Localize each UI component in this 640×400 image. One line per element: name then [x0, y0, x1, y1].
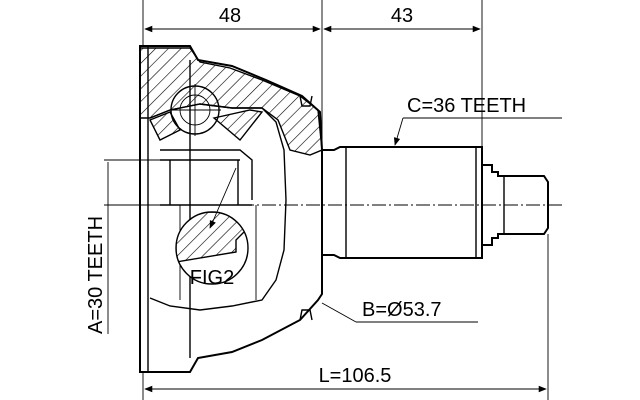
inner-race-step — [160, 149, 253, 200]
fig2-leader-arrow — [209, 167, 237, 229]
output-stem — [322, 146, 549, 259]
cage-hatch-right — [212, 109, 264, 142]
cage-hatch-left — [149, 111, 181, 141]
threaded-tip-outline — [482, 164, 549, 246]
length-label: L=106.5 — [319, 365, 392, 387]
dimension-label-43: 43 — [391, 5, 413, 27]
housing-upper-section — [139, 47, 323, 156]
spline-a-label: A=30 TEETH — [85, 216, 107, 334]
diameter-callout: B=Ø53.7 — [321, 299, 478, 323]
bottom-dimension-group: L=106.5 — [142, 234, 549, 400]
dimension-label-48: 48 — [219, 5, 241, 27]
leader-diameter — [321, 302, 357, 323]
fig2-hatched-section — [176, 212, 248, 263]
housing-notch-bottom — [299, 309, 313, 321]
joint-housing — [139, 45, 323, 373]
stem-outline — [322, 146, 483, 259]
inner-race-outline — [149, 103, 287, 311]
diameter-label: B=Ø53.7 — [362, 299, 442, 321]
housing-notch-top — [299, 95, 313, 107]
spline-a-callout: A=30 TEETH — [85, 159, 240, 334]
fig2-detail: FIG2 — [175, 167, 249, 289]
fig2-label: FIG2 — [190, 267, 234, 289]
top-dimension-group: 48 43 — [142, 0, 483, 150]
spline-c-label: C=36 TEETH — [407, 95, 526, 117]
housing-outline — [139, 45, 323, 373]
leader-arrow-c — [393, 117, 404, 146]
spline-c-callout: C=36 TEETH — [393, 95, 562, 146]
